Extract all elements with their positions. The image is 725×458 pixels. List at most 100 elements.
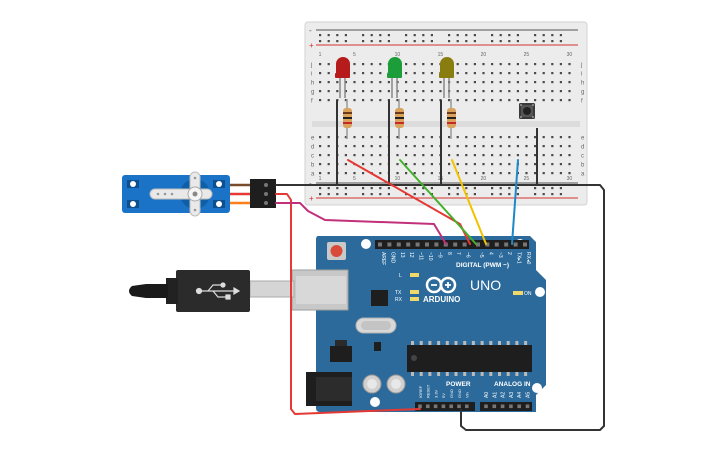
analog-pin-label: A2 — [501, 392, 507, 398]
row-label: i — [311, 72, 312, 78]
onboard-led-rx: RX — [395, 297, 419, 303]
servo-connector[interactable] — [250, 179, 276, 208]
wire-green-led[interactable] — [399, 159, 477, 245]
digital-header — [375, 240, 529, 249]
servo-leads — [230, 183, 250, 205]
column-number: 1 — [319, 176, 322, 182]
digital-pin-label: RX◂0 — [525, 252, 531, 264]
rail-minus-label-bottom: - — [309, 179, 312, 188]
wire-servo-power[interactable] — [275, 193, 421, 415]
row-label: h — [581, 81, 584, 87]
digital-header-label: DIGITAL (PWM ~) — [456, 262, 509, 269]
wire-red-led[interactable] — [347, 159, 471, 245]
analog-pin-label: A5 — [526, 392, 532, 398]
power-pin-label: RESET — [426, 384, 431, 398]
column-number: 25 — [524, 176, 530, 182]
wire-servo-ground[interactable] — [275, 184, 605, 431]
arduino-model: UNO — [470, 277, 501, 293]
column-number: 15 — [438, 52, 444, 58]
breadboard-holes — [319, 34, 571, 196]
row-label: f — [311, 99, 313, 105]
red-led[interactable] — [335, 57, 350, 98]
digital-pin-label: 2 — [506, 252, 512, 255]
resistor-green-led[interactable] — [395, 99, 404, 139]
power-pin-label: GND — [457, 389, 462, 398]
row-label: h — [311, 81, 314, 87]
digital-pin-label: 13 — [399, 252, 405, 258]
wires — [275, 159, 605, 431]
row-label: a — [311, 172, 315, 178]
power-pin-label: IOREF — [418, 385, 423, 398]
resistor-red-led[interactable] — [343, 99, 352, 139]
column-number: 10 — [395, 52, 401, 58]
svg-text:RX: RX — [395, 297, 403, 303]
wire-yellow-led[interactable] — [451, 159, 487, 245]
voltage-regulator — [330, 340, 352, 362]
servo-motor[interactable] — [122, 171, 230, 217]
column-number: 30 — [567, 52, 573, 58]
usb-chip — [371, 290, 388, 306]
digital-pin-label: 7 — [455, 252, 461, 255]
column-number: 20 — [481, 52, 487, 58]
yellow-led[interactable] — [439, 57, 454, 98]
analog-pin-label: A3 — [509, 392, 515, 398]
analog-label: ANALOG IN — [494, 381, 531, 388]
digital-pin-label: ~5 — [478, 252, 484, 258]
wire-button[interactable] — [511, 159, 519, 245]
power-pin-label: 3.3V — [433, 389, 438, 398]
resistor-yellow-led[interactable] — [447, 99, 456, 139]
crystal-oscillator — [355, 317, 397, 334]
row-label: g — [581, 90, 584, 96]
dc-power-jack[interactable] — [306, 372, 352, 406]
rail-plus-label: + — [309, 41, 314, 50]
row-label: f — [581, 99, 583, 105]
digital-pin-label: ~10 — [427, 252, 433, 261]
pushbutton[interactable] — [519, 103, 535, 119]
onboard-led-l: L — [399, 273, 419, 279]
atmega-microcontroller — [407, 341, 532, 376]
row-label: c — [311, 154, 314, 160]
row-label: j — [310, 63, 312, 69]
usb-symbol-icon — [195, 282, 241, 300]
row-label: c — [581, 154, 584, 160]
svg-text:TX: TX — [395, 290, 402, 296]
row-label: i — [581, 72, 582, 78]
digital-pin-label: 12 — [408, 252, 414, 258]
row-label: e — [311, 136, 315, 142]
row-label: b — [581, 163, 585, 169]
arduino-logo: ARDUINO — [423, 276, 460, 304]
power-pin-label: Vin — [465, 392, 470, 398]
capacitor-1 — [362, 374, 382, 394]
column-number: 25 — [524, 52, 530, 58]
power-pin-label: 5V — [441, 393, 446, 398]
green-led[interactable] — [387, 57, 402, 98]
column-number: 1 — [319, 52, 322, 58]
column-number: 10 — [395, 176, 401, 182]
column-number: 30 — [567, 176, 573, 182]
digital-pin-label: GND — [389, 252, 395, 264]
row-label: b — [311, 163, 315, 169]
servo-horn[interactable] — [149, 171, 213, 217]
column-number: 5 — [353, 176, 356, 182]
small-chip — [374, 342, 381, 351]
row-label: a — [581, 172, 585, 178]
row-label: j — [580, 63, 582, 69]
digital-pin-label: ~3 — [497, 252, 503, 258]
digital-pin-label: ~6 — [465, 252, 471, 258]
usb-cable[interactable] — [129, 270, 295, 312]
wire-servo-signal[interactable] — [275, 202, 447, 245]
usb-b-port[interactable] — [291, 269, 349, 311]
digital-pin-label: AREF — [380, 252, 386, 265]
digital-pin-label: ~11 — [418, 252, 424, 260]
column-number: 5 — [353, 52, 356, 58]
digital-pin-label: 4 — [487, 252, 493, 255]
on-led: ON — [513, 291, 532, 297]
reset-button[interactable] — [327, 242, 346, 260]
analog-pin-label: A4 — [517, 392, 523, 398]
